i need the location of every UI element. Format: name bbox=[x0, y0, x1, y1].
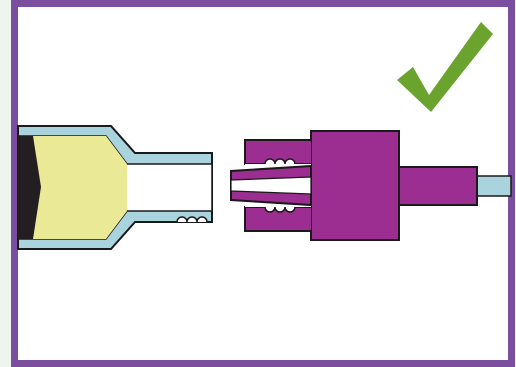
luer-lock-connector bbox=[230, 130, 512, 241]
plunger-tip bbox=[18, 136, 41, 239]
connector-luer-channel bbox=[230, 176, 312, 195]
tubing bbox=[474, 175, 512, 197]
connector-body bbox=[310, 130, 400, 241]
diagram-frame bbox=[11, 0, 515, 367]
connection-diagram bbox=[11, 0, 515, 367]
connector-thread-bottom bbox=[264, 206, 296, 213]
syringe-thread-bumps bbox=[176, 216, 208, 223]
connector-thread-top bbox=[264, 158, 296, 165]
syringe bbox=[17, 125, 213, 250]
check-mark-icon bbox=[397, 22, 493, 112]
syringe-fluid bbox=[18, 136, 127, 239]
connector-tail bbox=[396, 166, 478, 206]
